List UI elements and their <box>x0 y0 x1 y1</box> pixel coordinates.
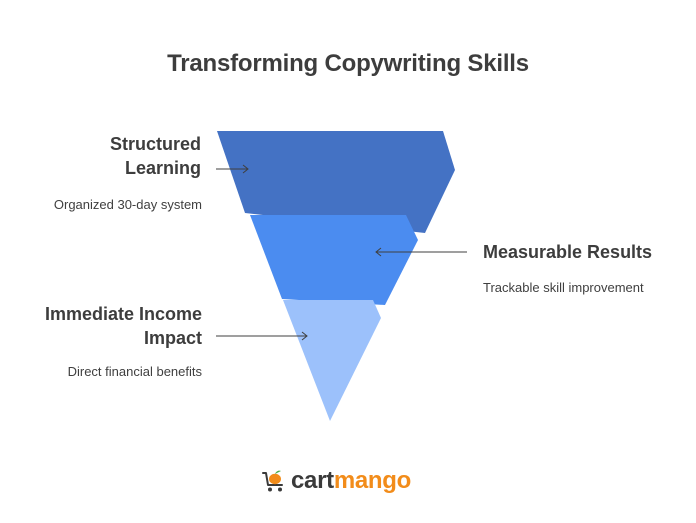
stage-2-description: Trackable skill improvement <box>483 280 644 295</box>
logo-text-cart: cart <box>291 467 334 494</box>
stage-1-heading-line1: Structured <box>109 134 201 154</box>
stage-3-description: Direct financial benefits <box>67 364 202 379</box>
stage-3-heading-line2: Impact <box>143 328 202 348</box>
arrow-stage-1 <box>216 164 249 174</box>
diagram-title: Transforming Copywriting Skills <box>167 50 529 77</box>
stage-2-heading: Measurable Results <box>483 242 653 262</box>
cartmango-logo: cartmango <box>262 466 411 496</box>
stage-3-heading-line1: Immediate Income <box>44 304 202 324</box>
stage-1-heading: Structured Learning <box>11 132 201 180</box>
logo-text-mango: mango <box>333 467 411 494</box>
stage-3-heading: Immediate Income Impact <box>2 302 202 350</box>
stage-1-description: Organized 30-day system <box>53 197 202 212</box>
funnel-stage-1 <box>217 131 455 233</box>
arrow-stage-2 <box>375 247 467 257</box>
funnel-stage-2 <box>250 215 418 305</box>
arrow-stage-3 <box>216 331 308 341</box>
stage-1-heading-line2: Learning <box>124 158 201 178</box>
mango-cart-icon <box>262 470 283 492</box>
funnel-stage-3 <box>283 300 381 421</box>
